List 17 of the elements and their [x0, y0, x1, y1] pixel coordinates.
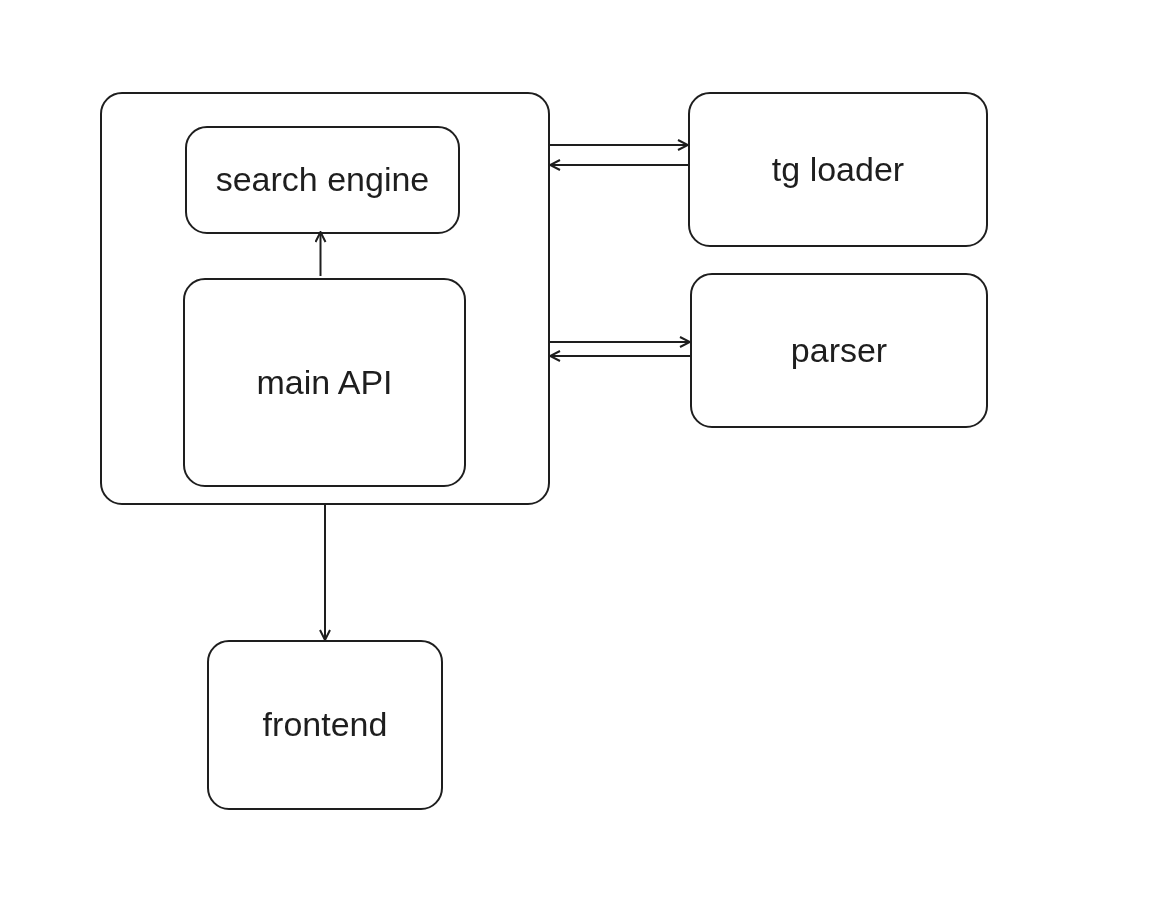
arrow: [549, 350, 691, 362]
node-label: parser: [789, 331, 889, 370]
node-label: main API: [255, 363, 394, 402]
node-label: search engine: [214, 161, 431, 199]
node-label: frontend: [261, 706, 389, 744]
process-box: [207, 640, 443, 810]
container-box: [100, 92, 550, 505]
process-box: [185, 126, 460, 234]
arrow: [319, 504, 331, 641]
arrow: [549, 139, 689, 151]
arrow: [549, 159, 689, 171]
node-label: tg loader: [770, 150, 906, 189]
process-box: [688, 92, 988, 247]
process-box: [183, 278, 466, 487]
arrow: [314, 231, 327, 277]
process-box: [690, 273, 988, 428]
arrow: [549, 336, 691, 348]
